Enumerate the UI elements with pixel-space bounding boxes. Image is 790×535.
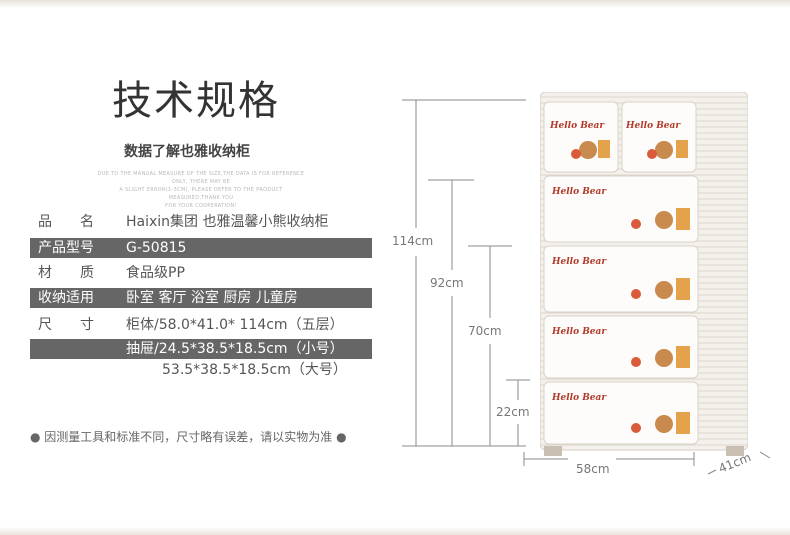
spec-value: G-50815 xyxy=(126,240,187,256)
spec-row-drawer-small: 抽屉/24.5*38.5*18.5cm（小号） xyxy=(30,339,372,359)
dim-total-height: 114cm xyxy=(392,234,434,248)
spec-row-usage: 收纳适用 卧室 客厅 浴室 厨房 儿童房 xyxy=(30,288,372,308)
bear-icon xyxy=(655,211,673,229)
drawer-label: Hello Bear xyxy=(551,327,607,337)
drawer-label: Hello Bear xyxy=(549,121,605,131)
drawer-label: Hello Bear xyxy=(625,121,681,131)
spec-label: 尺 寸 xyxy=(38,317,94,333)
spec-row-model: 产品型号 G-50815 xyxy=(30,238,372,258)
spec-row-name: 品 名 Haixin集团 也雅温馨小熊收纳柜 xyxy=(30,212,372,232)
bear-icon xyxy=(655,415,673,433)
spec-value: 食品级PP xyxy=(126,265,185,281)
spec-value: 卧室 客厅 浴室 厨房 儿童房 xyxy=(126,290,298,306)
dim-width: 58cm xyxy=(576,462,610,476)
page-title: 技术规格 xyxy=(112,78,280,124)
spec-label: 产品型号 xyxy=(38,240,94,256)
bear-icon xyxy=(579,141,597,159)
spec-row-size: 尺 寸 柜体/58.0*41.0* 114cm（五层） xyxy=(30,315,372,335)
dim-height-70: 70cm xyxy=(468,324,502,338)
spec-value: 柜体/58.0*41.0* 114cm（五层） xyxy=(126,317,344,333)
drawer-large-4: Hello Bear xyxy=(543,381,699,445)
fine-print-line: DUE TO THE MANUAL MEASURE OF THE SIZE,TH… xyxy=(97,171,305,185)
drawer-large-1: Hello Bear xyxy=(543,175,699,243)
drawer-small-right: Hello Bear xyxy=(621,101,697,173)
fine-print-line: A SLIGHT ERROR(1-3CM), PLEASE DEFER TO T… xyxy=(119,187,283,201)
measurement-note: ● 因测量工具和标准不同，尺寸略有误差，请以实物为准 ● xyxy=(30,430,347,444)
spec-label: 材 质 xyxy=(38,265,94,281)
drawer-label: Hello Bear xyxy=(551,187,607,197)
spec-row-material: 材 质 食品级PP xyxy=(30,263,372,283)
spec-value: 53.5*38.5*18.5cm（大号） xyxy=(162,362,347,378)
drawer-label: Hello Bear xyxy=(551,257,607,267)
spec-value: 抽屉/24.5*38.5*18.5cm（小号） xyxy=(126,341,344,357)
fine-print-line: FOR YOUR COOPERATION! xyxy=(165,203,237,209)
drawer-large-3: Hello Bear xyxy=(543,315,699,379)
fine-print: DUE TO THE MANUAL MEASURE OF THE SIZE,TH… xyxy=(96,170,306,210)
cabinet-illustration: Hello Bear Hello Bear Hello Bear Hello B… xyxy=(540,92,748,456)
drawer-label: Hello Bear xyxy=(551,393,607,403)
top-border xyxy=(0,0,790,8)
dim-height-92: 92cm xyxy=(430,276,464,290)
bottom-border xyxy=(0,527,790,535)
spec-label: 收纳适用 xyxy=(38,290,94,306)
bear-icon xyxy=(655,281,673,299)
spec-row-drawer-large: 53.5*38.5*18.5cm（大号） xyxy=(30,360,372,380)
drawer-large-2: Hello Bear xyxy=(543,245,699,313)
bear-icon xyxy=(655,349,673,367)
bear-icon xyxy=(655,141,673,159)
spec-value: Haixin集团 也雅温馨小熊收纳柜 xyxy=(126,214,329,230)
spec-label: 品 名 xyxy=(38,214,94,230)
dim-height-22: 22cm xyxy=(496,405,530,419)
page-subtitle: 数据了解也雅收纳柜 xyxy=(124,144,250,160)
drawer-small-left: Hello Bear xyxy=(543,101,619,173)
